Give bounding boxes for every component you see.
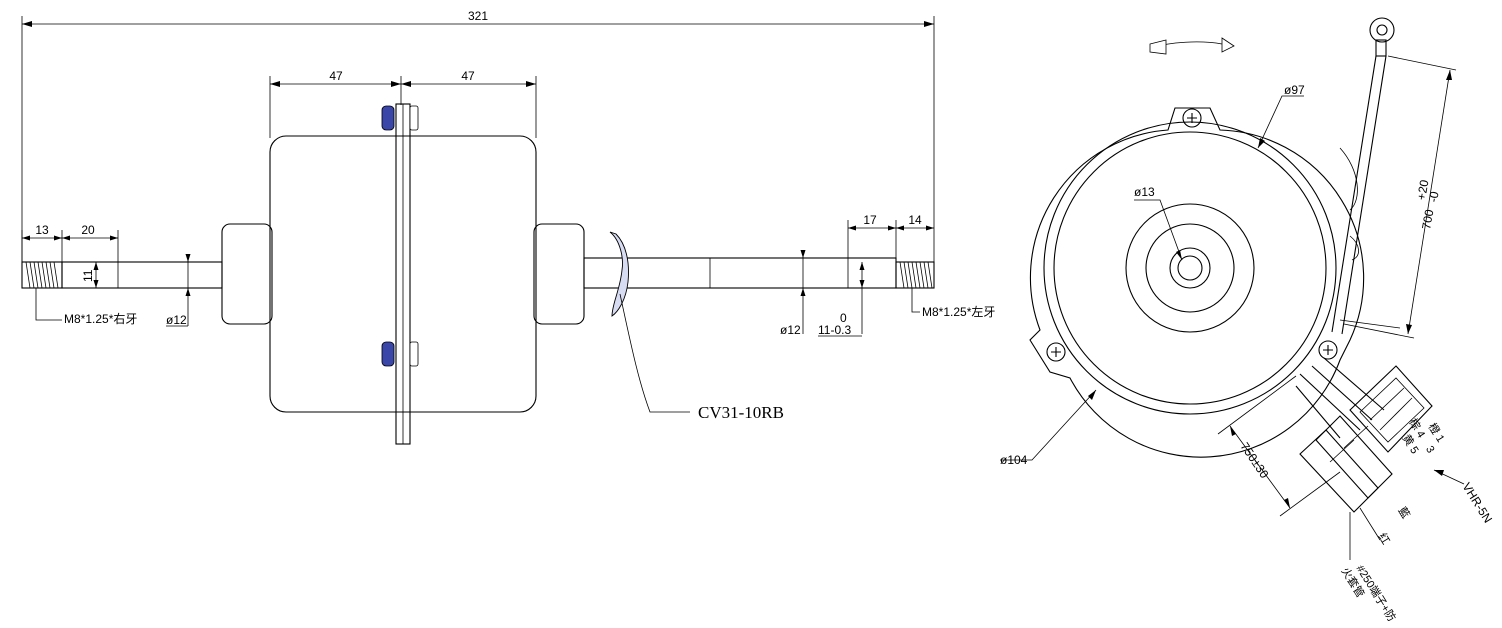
right-shaft-diameter-label: ø12 (780, 323, 801, 337)
left-thread-length-label: 13 (35, 223, 49, 237)
left-thread-spec-label: M8*1.25*右牙 (64, 311, 137, 326)
hub-middle (1145, 223, 1235, 313)
front-view: ø97 ø13 ø104 700 +2 (1000, 17, 1495, 624)
top-bolt (381, 105, 419, 131)
lead-tolerance-upper-label: +20 (1414, 178, 1431, 201)
left-half-width-label: 47 (329, 69, 343, 83)
side-view: 321 47 47 (21, 9, 995, 445)
left-bearing-boss (221, 223, 273, 325)
shaft-flat-label: 11 (81, 269, 95, 282)
outer-diameter-label: ø104 (1000, 453, 1028, 467)
right-tolerance-dimension: 0 11-0.3 (818, 262, 865, 337)
hub-diameter-label: ø13 (1134, 185, 1155, 199)
circlip: CV31-10RB (609, 231, 784, 422)
hub-inner (1169, 247, 1211, 289)
right-bearing-boss (533, 223, 585, 325)
right-screw (1318, 340, 1338, 360)
right-segment-label: 17 (863, 213, 877, 227)
wire-harness (1295, 357, 1433, 560)
hub-outer (1125, 203, 1255, 333)
ground-lead (1331, 17, 1401, 335)
right-half-width-label: 47 (461, 69, 475, 83)
right-thread-spec-label: M8*1.25*左牙 (922, 304, 995, 319)
right-shaft-dimensions: 17 14 (847, 213, 934, 262)
right-diameter-marker: ø12 (780, 250, 806, 337)
left-shaft-segment-label: 20 (81, 223, 95, 237)
inner-circle (1053, 131, 1327, 405)
wire-length-label: 750±30 (1238, 440, 1272, 481)
right-tolerance-upper-label: 0 (840, 311, 847, 325)
housing-width-dimension: 47 47 (269, 69, 537, 138)
right-thread-callout: M8*1.25*左牙 (911, 288, 995, 319)
overall-length-label: 321 (468, 9, 488, 23)
connector-model-label: VHR-5N (1459, 480, 1495, 525)
terminal-note: #250端子+防 火套管 (1338, 562, 1399, 624)
left-screw (1046, 342, 1066, 362)
connector-callout: VHR-5N (1433, 469, 1495, 525)
overall-length-dimension: 321 (21, 9, 935, 262)
motor-flange (1029, 107, 1365, 458)
left-diameter-marker: ø12 (166, 254, 191, 327)
wire-label-red: 红 (1375, 531, 1392, 547)
left-shaft-diameter-label: ø12 (166, 313, 187, 327)
shaft-end (1177, 255, 1203, 281)
wire-label-blue: 藍 (1395, 505, 1412, 521)
left-shaft-dimensions: 13 20 (21, 223, 119, 262)
right-thread-length-label: 14 (908, 213, 922, 227)
lead-tolerance-lower-label: -0 (1426, 190, 1442, 203)
wire-label-orange: 橙 1 (1425, 420, 1448, 445)
inner-diameter-label: ø97 (1284, 83, 1305, 97)
top-screw (1182, 108, 1202, 128)
lead-length-label: 700 (1419, 208, 1436, 230)
right-shaft (583, 257, 935, 289)
circlip-part-label: CV31-10RB (698, 403, 784, 422)
right-tolerance-value-label: 11-0.3 (818, 323, 851, 337)
bottom-bolt (381, 341, 419, 367)
left-thread-callout: M8*1.25*右牙 (35, 288, 137, 326)
lead-length-dimension: 700 +20 -0 (1343, 55, 1457, 339)
rotation-direction-arrow (1149, 37, 1235, 55)
shaft-flat-dimension: 11 (81, 262, 99, 288)
outer-circle (1043, 121, 1337, 415)
wire-label-3: 3 (1423, 444, 1436, 456)
left-shaft (21, 261, 223, 289)
